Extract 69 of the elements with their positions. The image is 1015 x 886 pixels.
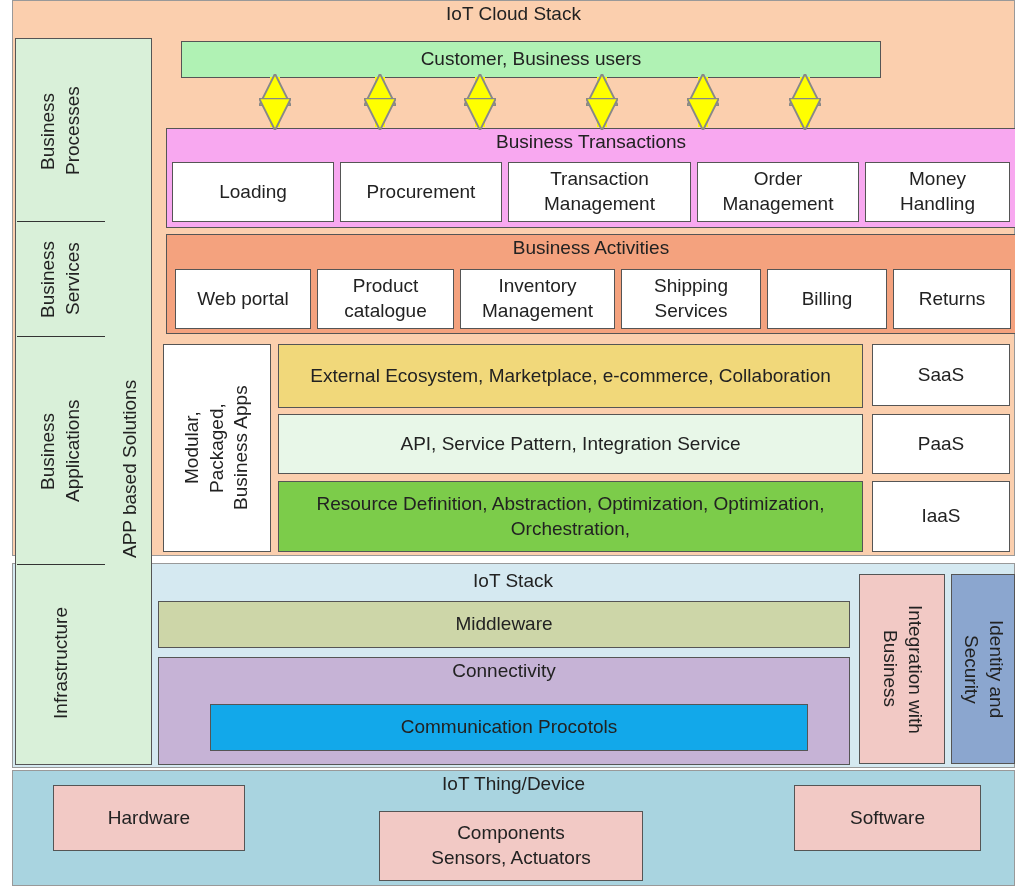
panel-title: IoT Thing/Device bbox=[442, 772, 585, 796]
function-box bbox=[621, 269, 761, 329]
device-box bbox=[53, 785, 245, 851]
box-label: Transaction Management bbox=[543, 167, 656, 216]
box-label: Product catalogue bbox=[343, 274, 428, 323]
box-label: Loading bbox=[219, 179, 287, 204]
service-box bbox=[872, 344, 1010, 406]
layer-panel bbox=[158, 657, 850, 765]
box-label: Middleware bbox=[455, 612, 553, 637]
box-label: Returns bbox=[918, 286, 986, 311]
panel-title: IoT Cloud Stack bbox=[446, 2, 581, 26]
apps-box bbox=[163, 344, 271, 552]
box-label: Communication Procotols bbox=[400, 715, 618, 740]
layer-panel bbox=[166, 234, 1015, 334]
panel-title: Business Transactions bbox=[495, 130, 687, 154]
function-box bbox=[508, 162, 691, 222]
layer-panel bbox=[166, 128, 1015, 228]
device-box bbox=[794, 785, 981, 851]
service-box bbox=[872, 414, 1010, 474]
side-column bbox=[15, 38, 152, 765]
box-label: External Ecosystem, Marketplace, e-commerce, Collaboration bbox=[310, 363, 831, 388]
box-label: Order Management bbox=[721, 167, 835, 216]
layer-bar bbox=[158, 601, 850, 648]
function-box bbox=[317, 269, 454, 329]
panel-title: Business Activities bbox=[512, 236, 670, 260]
box-label: Sensors, Actuators bbox=[431, 846, 591, 870]
function-box bbox=[767, 269, 887, 329]
box-label: Business Applications bbox=[36, 398, 84, 504]
panel-title: Connectivity bbox=[452, 659, 556, 683]
layer-band bbox=[12, 770, 1015, 886]
box-label: Billing bbox=[801, 286, 853, 311]
column-title: APP based Solutions bbox=[118, 378, 142, 561]
box-label: SaaS bbox=[917, 362, 965, 387]
box-label: IaaS bbox=[921, 504, 961, 529]
box-label: Infrastructure bbox=[48, 607, 72, 719]
box-label: Identity and Security bbox=[960, 618, 1008, 721]
box-label: Inventory Management bbox=[481, 274, 594, 323]
user-bar bbox=[181, 41, 881, 78]
box-label: Web portal bbox=[197, 286, 289, 311]
box-label: Components bbox=[457, 821, 565, 846]
box-label: Business Processes bbox=[36, 85, 84, 177]
box-label: Integration with Business bbox=[879, 603, 927, 736]
box-label: Hardware bbox=[107, 805, 191, 830]
function-box bbox=[175, 269, 311, 329]
function-box bbox=[340, 162, 502, 222]
side-bar bbox=[859, 574, 945, 764]
box-label: API, Service Pattern, Integration Service bbox=[400, 431, 741, 456]
layer-bar bbox=[278, 414, 863, 474]
side-bar bbox=[951, 574, 1015, 764]
layer-bar bbox=[210, 704, 808, 751]
service-box bbox=[872, 481, 1010, 552]
function-box bbox=[865, 162, 1010, 222]
box-label: Software bbox=[850, 805, 925, 830]
panel-title: IoT Stack bbox=[472, 569, 554, 593]
box-label: Resource Definition, Abstraction, Optimization, Optimization, Orchestration, bbox=[315, 491, 826, 541]
function-box bbox=[172, 162, 334, 222]
layer-bar bbox=[278, 481, 863, 552]
box-label: Modular, Packaged, Business Apps bbox=[179, 384, 253, 513]
box-label: Procurement bbox=[366, 179, 476, 204]
box-label: Shipping Services bbox=[653, 274, 729, 323]
box-label: Business Services bbox=[36, 239, 84, 320]
box-label: PaaS bbox=[917, 431, 965, 456]
function-box bbox=[893, 269, 1011, 329]
function-box bbox=[697, 162, 859, 222]
box-label: Customer, Business users bbox=[420, 47, 642, 72]
function-box bbox=[460, 269, 615, 329]
box-label: Money Handling bbox=[899, 167, 976, 216]
device-box bbox=[379, 811, 643, 881]
layer-bar bbox=[278, 344, 863, 408]
